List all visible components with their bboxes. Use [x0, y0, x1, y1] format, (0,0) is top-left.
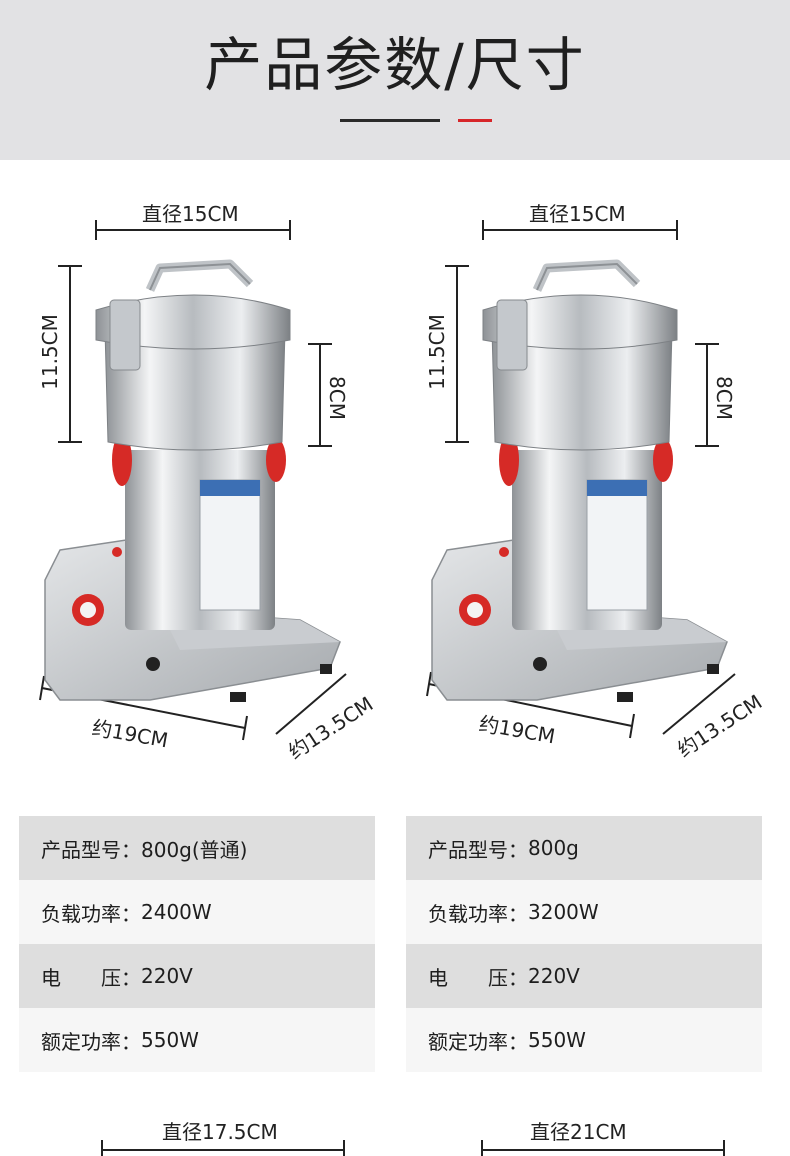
cup-height-label: 8CM: [711, 376, 736, 420]
diameter-label: 直径15CM: [529, 202, 626, 226]
height-label: 11.5CM: [37, 314, 62, 390]
diameter-label: 直径15CM: [142, 202, 239, 226]
spec-row-model: 产品型号： 800g(普通): [19, 816, 375, 880]
spec-label: 电 压：: [428, 965, 528, 990]
spec-row-rated-power: 额定功率： 550W: [19, 1008, 375, 1072]
spec-table-left: 产品型号： 800g(普通) 负载功率： 2400W 电 压： 220V 额定功…: [19, 816, 375, 1072]
spec-label: 额定功率：: [41, 1029, 141, 1054]
diameter-label: 直径21CM: [530, 1120, 627, 1144]
spec-value: 3200W: [528, 900, 599, 924]
page-title: 产品参数/尺寸: [204, 31, 586, 99]
product-image-right: 直径15CM 11.5CM 8CM 约19CM 约13.5CM: [395, 180, 790, 780]
grinder-illustration: [39, 220, 347, 741]
grinder-illustration: [426, 220, 736, 739]
spec-value: 800g(普通): [141, 837, 248, 862]
spec-label: 额定功率：: [428, 1029, 528, 1054]
spec-row-rated-power: 额定功率： 550W: [406, 1008, 762, 1072]
spec-value: 550W: [141, 1028, 199, 1052]
spec-row-load-power: 负载功率： 3200W: [406, 880, 762, 944]
spec-row-load-power: 负载功率： 2400W: [19, 880, 375, 944]
spec-label: 负载功率：: [428, 901, 528, 926]
dimension-line: [101, 1140, 345, 1156]
spec-value: 2400W: [141, 900, 212, 924]
next-diameter-left: 直径17.5CM: [100, 1110, 346, 1156]
spec-table-right: 产品型号： 800g 负载功率： 3200W 电 压： 220V 额定功率： 5…: [406, 816, 762, 1072]
title-underline-red: [458, 119, 492, 122]
next-diameter-right: 直径21CM: [480, 1110, 726, 1156]
spec-row-voltage: 电 压： 220V: [19, 944, 375, 1008]
spec-value: 800g: [528, 836, 579, 860]
spec-label: 电 压：: [41, 965, 141, 990]
diameter-label: 直径17.5CM: [162, 1120, 278, 1144]
height-label: 11.5CM: [424, 314, 449, 390]
spec-label: 负载功率：: [41, 901, 141, 926]
spec-value: 220V: [141, 964, 193, 988]
dimension-line: [481, 1140, 725, 1156]
header-banner: 产品参数/尺寸: [0, 0, 790, 160]
spec-value: 220V: [528, 964, 580, 988]
product-image-left: 直径15CM 11.5CM 8CM 约19CM 约13.5CM: [0, 180, 395, 780]
spec-row-model: 产品型号： 800g: [406, 816, 762, 880]
cup-height-label: 8CM: [324, 376, 349, 420]
spec-row-voltage: 电 压： 220V: [406, 944, 762, 1008]
spec-label: 产品型号：: [428, 837, 528, 862]
spec-label: 产品型号：: [41, 837, 141, 862]
spec-value: 550W: [528, 1028, 586, 1052]
title-underline-dark: [340, 119, 440, 122]
